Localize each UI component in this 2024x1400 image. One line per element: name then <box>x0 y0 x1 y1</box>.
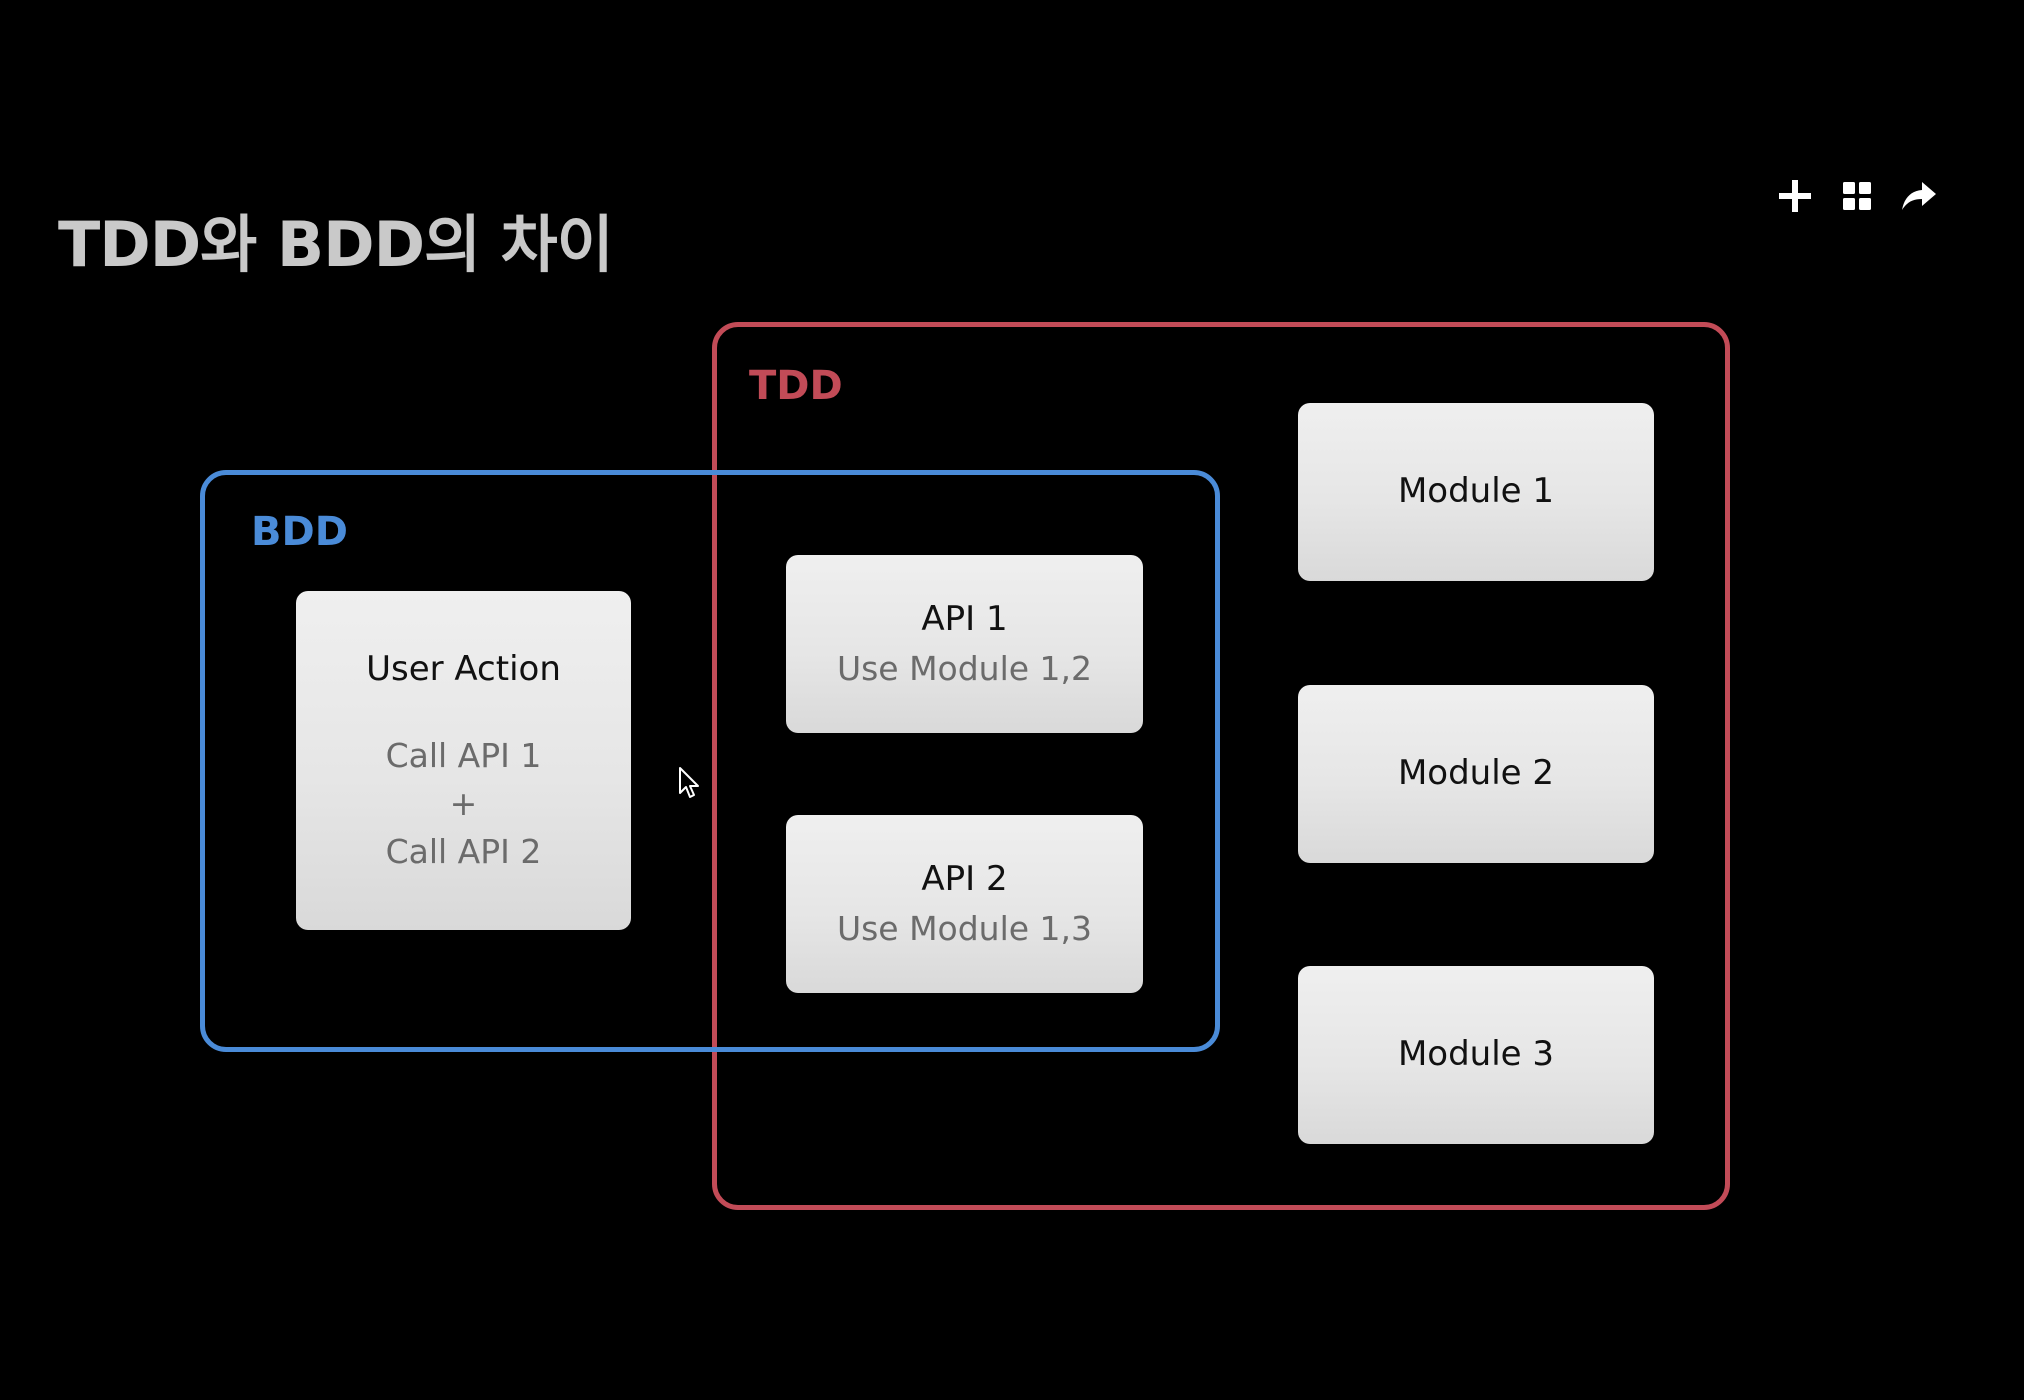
user-action-plus: + <box>449 784 478 824</box>
plus-icon[interactable] <box>1775 176 1815 216</box>
user-action-step-2: Call API 2 <box>385 832 542 872</box>
tdd-label: TDD <box>749 363 843 409</box>
api-1-detail: Use Module 1,2 <box>836 648 1093 688</box>
api-1-box: API 1 Use Module 1,2 <box>786 555 1143 733</box>
share-arrow-icon[interactable] <box>1899 176 1939 216</box>
grid-icon[interactable] <box>1837 176 1877 216</box>
api-2-detail: Use Module 1,3 <box>836 908 1093 948</box>
module-1-label: Module 1 <box>1397 471 1555 512</box>
mouse-pointer-icon <box>679 767 699 798</box>
api-1-title: API 1 <box>921 599 1008 640</box>
user-action-title: User Action <box>366 649 561 690</box>
user-action-box: User Action Call API 1 + Call API 2 <box>296 591 631 930</box>
bdd-label: BDD <box>251 509 348 555</box>
module-3-box: Module 3 <box>1298 966 1654 1144</box>
bdd-scope-frame <box>200 470 1220 1052</box>
slide-toolbar <box>1775 176 1939 216</box>
api-2-box: API 2 Use Module 1,3 <box>786 815 1143 993</box>
module-1-box: Module 1 <box>1298 403 1654 581</box>
module-2-label: Module 2 <box>1397 753 1555 794</box>
tdd-scope-frame <box>712 322 1730 1210</box>
user-action-step-1: Call API 1 <box>385 736 542 776</box>
module-2-box: Module 2 <box>1298 685 1654 863</box>
api-2-title: API 2 <box>921 859 1008 900</box>
slide-title: TDD와 BDD의 차이 <box>58 208 614 281</box>
module-3-label: Module 3 <box>1397 1034 1555 1075</box>
